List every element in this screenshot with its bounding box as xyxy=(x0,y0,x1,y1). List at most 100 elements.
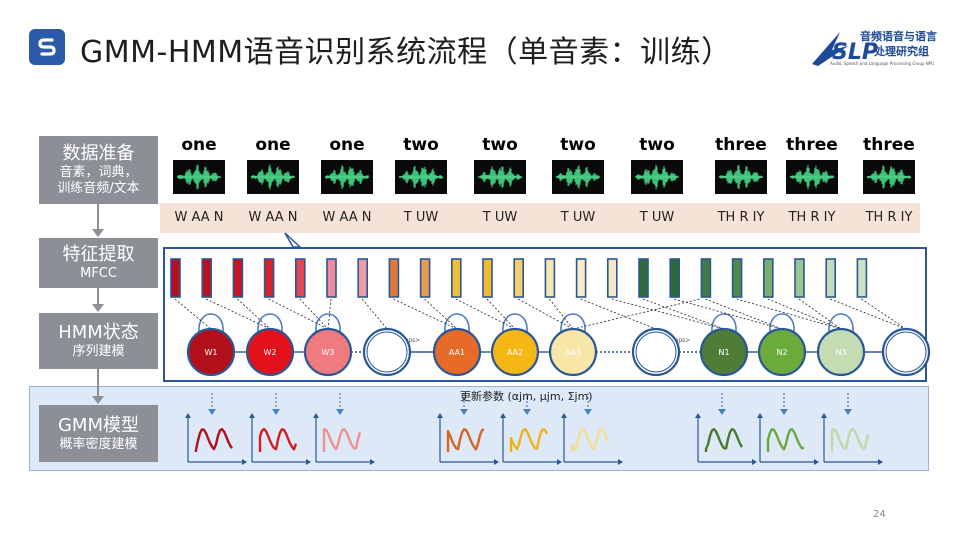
gmm-density-plot xyxy=(437,393,499,465)
eps-label-1: <eps> xyxy=(400,337,421,344)
arrow-down-icon xyxy=(272,409,280,415)
mfcc-frame xyxy=(482,258,493,298)
waveform-image xyxy=(631,160,683,194)
mfcc-frame xyxy=(263,258,275,298)
hmm-state xyxy=(631,327,681,377)
mfcc-frame xyxy=(357,258,369,298)
logo-cn-line1: 音频语音与语言 xyxy=(860,30,937,43)
waveform-image xyxy=(786,160,838,194)
hmm-state: N1 xyxy=(699,327,749,377)
alignment-link xyxy=(237,298,271,330)
waveform-image xyxy=(474,160,526,194)
word-label: two xyxy=(482,135,518,155)
hmm-state: N2 xyxy=(757,327,807,377)
gmm-density-plot xyxy=(249,393,311,465)
alignment-link xyxy=(174,298,212,330)
alignment-link xyxy=(518,298,574,330)
word-label: two xyxy=(560,135,596,155)
state-label: W2 xyxy=(264,348,277,357)
arrow-down-icon xyxy=(844,409,852,415)
hmm-state xyxy=(881,327,931,377)
mfcc-frame xyxy=(700,258,712,298)
arrow-down-icon xyxy=(523,409,531,415)
alignment-link xyxy=(736,298,842,330)
mfcc-frame xyxy=(201,258,212,298)
phone-label: TH R IY xyxy=(865,210,913,225)
mfcc-frame xyxy=(170,258,181,298)
state-label: AA2 xyxy=(507,348,523,357)
state-label: W3 xyxy=(322,348,335,357)
slp-group-logo: 音频语音与语言 SLP 处理研究组 Audio, Speech and Lang… xyxy=(810,28,940,70)
hmm-state: AA2 xyxy=(490,327,540,377)
gmm-density-plot xyxy=(500,393,562,465)
update-params-label: 更新参数 (αjm, μjm, Σjm) xyxy=(460,389,593,403)
gmm-density-plot xyxy=(185,393,247,465)
stage-sub: 训练音频/文本 xyxy=(57,181,140,196)
gmm-band xyxy=(29,386,929,471)
state-label: AA3 xyxy=(565,348,581,357)
word-label: one xyxy=(255,135,291,155)
phone-strip xyxy=(160,203,920,233)
self-loop-arrow xyxy=(769,313,795,333)
stage-arrow xyxy=(97,288,99,305)
mfcc-frame xyxy=(606,258,618,298)
self-loop-arrow xyxy=(444,313,470,333)
alignment-link xyxy=(611,298,725,330)
arrow-down-icon xyxy=(460,409,468,415)
hmm-state xyxy=(362,327,412,377)
alignment-link xyxy=(861,298,907,330)
phone-label: T UW xyxy=(560,210,596,225)
slide-title: GMM-HMM语音识别系统流程（单音素：训练） xyxy=(80,35,732,70)
stage-sub: 概率密度建模 xyxy=(59,436,138,452)
mfcc-frame xyxy=(825,258,837,298)
stage-title: GMM模型 xyxy=(57,414,139,436)
stage-feature-extraction: 特征提取 MFCC xyxy=(39,238,158,288)
mfcc-frame xyxy=(419,258,431,298)
alignment-link xyxy=(327,298,332,330)
gmm-density-plot xyxy=(313,393,375,465)
self-loop-arrow xyxy=(828,313,854,333)
stage-title: 数据准备 xyxy=(62,143,135,164)
state-label: W1 xyxy=(205,348,218,357)
stage-title: HMM状态 xyxy=(58,322,139,343)
arrow-down-icon xyxy=(208,409,216,415)
waveform-image xyxy=(247,160,299,194)
phone-label: TH R IY xyxy=(717,210,765,225)
alignment-link xyxy=(455,298,516,330)
mfcc-frame xyxy=(326,258,337,298)
mfcc-frame xyxy=(856,258,868,298)
word-label: three xyxy=(863,135,915,155)
phone-label: T UW xyxy=(482,210,518,225)
mfcc-frame xyxy=(669,258,681,298)
alignment-link xyxy=(642,298,725,330)
mfcc-frame xyxy=(731,258,743,298)
arrow-down-icon xyxy=(92,229,104,237)
word-label: three xyxy=(786,135,838,155)
state-label: N1 xyxy=(718,348,729,357)
self-loop-arrow xyxy=(257,313,283,333)
stage-arrow xyxy=(97,369,99,397)
gmm-density-plot xyxy=(561,393,623,465)
arrow-down-icon xyxy=(92,396,104,404)
hmm-state: W2 xyxy=(245,327,295,377)
alignment-link xyxy=(705,298,783,330)
hmm-state: N3 xyxy=(816,327,866,377)
waveform-image xyxy=(863,160,915,194)
waveform-image xyxy=(173,160,225,194)
hmm-state: AA3 xyxy=(548,327,598,377)
waveform-image xyxy=(552,160,604,194)
logo-cn-line2: 处理研究组 xyxy=(874,45,929,58)
arrow-down-icon xyxy=(92,304,104,312)
alignment-link xyxy=(393,298,458,330)
mfcc-frame xyxy=(388,258,400,298)
state-label: N2 xyxy=(776,348,787,357)
stage-hmm: HMM状态 序列建模 xyxy=(39,313,158,369)
gmm-density-plot xyxy=(695,393,757,465)
mfcc-frame xyxy=(294,258,306,298)
gmm-density-plot xyxy=(821,393,883,465)
logo-main: SLP xyxy=(832,40,878,65)
phone-label: W AA N xyxy=(248,210,298,225)
word-label: one xyxy=(181,135,217,155)
state-label: AA1 xyxy=(449,348,465,357)
